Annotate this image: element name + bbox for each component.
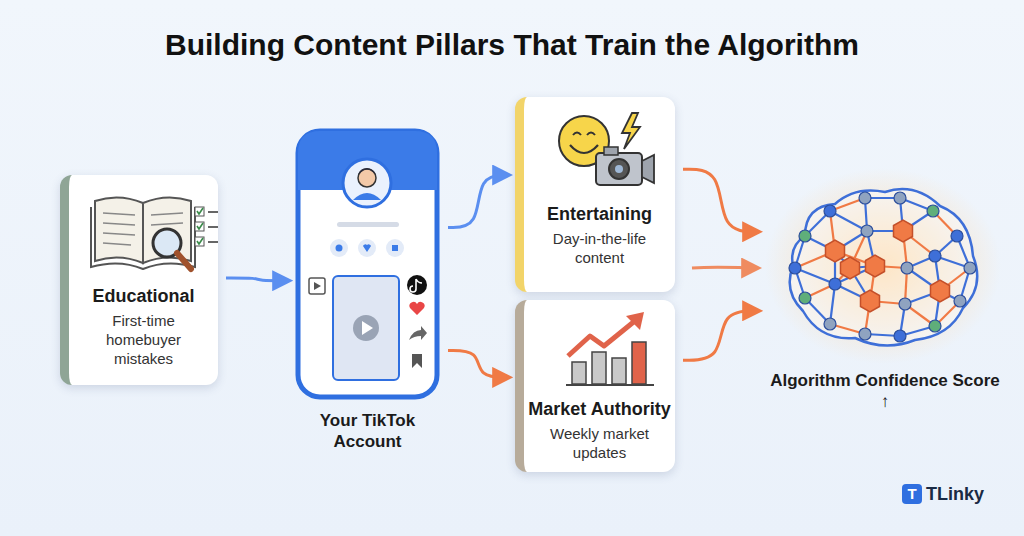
node-icon [69,175,218,285]
logo-square [902,484,922,504]
pillar-card: EducationalFirst-time homebuyer mistakes [60,175,218,385]
node-heading: Educational [69,285,218,307]
algorithm-brain: Algorithm Confidence Score ↑ [765,168,1005,423]
flow-arrow [448,175,509,228]
flow-arrow [683,169,759,232]
pillar-card: EntertainingDay-in-the-life content [515,97,675,292]
flow-arrow [448,350,509,377]
decor-arrow [692,266,758,270]
node-heading: Market Authority [524,398,675,420]
pillar-card: Market AuthorityWeekly market updates [515,300,675,472]
flow-arrow [683,311,759,360]
diagram-title: Building Content Pillars That Train the … [0,28,1024,62]
phone-account: Your TikTok Account [295,128,440,460]
flow-arrow [226,278,289,281]
node-body: First-time homebuyer mistakes [69,311,218,368]
node-icon [524,300,675,396]
logo-letter: T [902,484,922,504]
node-body: Weekly market updates [524,424,675,462]
node-body: Day-in-the-life content [524,229,675,267]
node-label: Your TikTok Account [295,410,440,452]
node-icon [524,97,675,197]
node-label: Algorithm Confidence Score ↑ [765,370,1005,412]
node-icon [295,128,440,400]
node-heading: Entertaining [524,203,675,225]
logo-text: TLinky [926,483,1006,505]
node-icon [765,168,1005,368]
